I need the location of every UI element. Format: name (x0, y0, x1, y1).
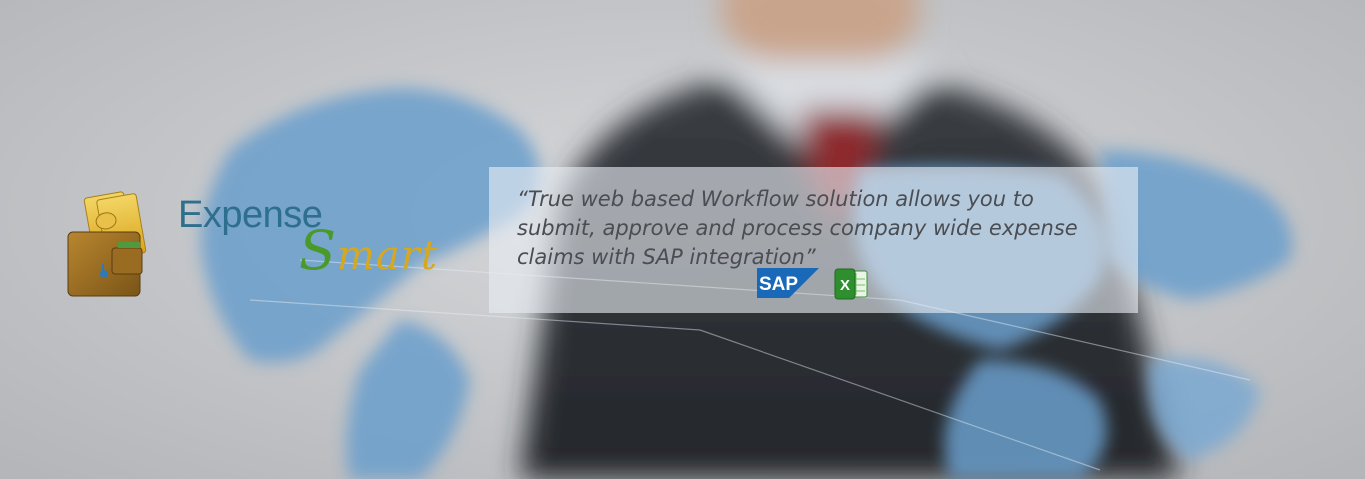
quote-panel: “True web based Workflow solution allows… (489, 167, 1138, 313)
brand-word-expense: Expense (178, 194, 323, 236)
sap-logo-text: SAP (759, 274, 798, 295)
excel-logo-text: X (840, 277, 850, 294)
expensesmart-logo: Expense Smart (66, 190, 446, 300)
sap-logo-icon: SAP (757, 268, 819, 298)
brand-word-smart-rest: mart (337, 233, 438, 279)
quote-text: “True web based Workflow solution allows… (517, 187, 1078, 269)
brand-word-smart-initial: S (299, 219, 337, 282)
wallet-money-icon (67, 191, 147, 297)
brand-word-smart: Smart (299, 224, 438, 278)
excel-logo-icon: X (834, 268, 868, 300)
